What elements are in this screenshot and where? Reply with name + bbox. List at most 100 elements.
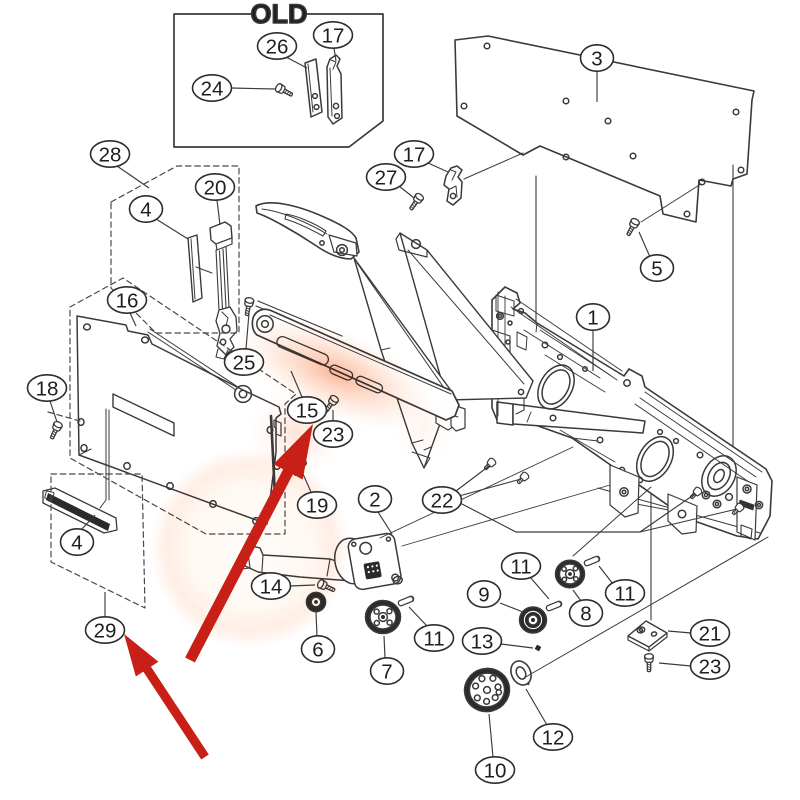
leader-line-22 xyxy=(455,465,490,492)
callout-number: 18 xyxy=(36,377,59,400)
callout-number: 21 xyxy=(699,622,722,645)
part-gear-7 xyxy=(364,599,402,635)
callout-19: 19 xyxy=(296,490,338,519)
leader-line-2 xyxy=(377,511,393,535)
inset-box-old: OLD xyxy=(173,0,384,148)
part-bracket-17 xyxy=(443,165,463,206)
callout-11a: 11 xyxy=(413,623,455,652)
assembly-line xyxy=(523,536,769,679)
leader-line-11a xyxy=(408,606,428,627)
callout-17b: 17 xyxy=(393,140,435,169)
leader-line-27 xyxy=(398,185,415,199)
leader-line-11b xyxy=(529,576,550,600)
leader-line-23b xyxy=(658,662,692,667)
callout-number: 17 xyxy=(322,24,345,47)
callout-bubble xyxy=(59,527,95,556)
assembly-line xyxy=(640,183,702,223)
screw-23b-icon xyxy=(643,652,655,673)
inset-box-title: OLD xyxy=(251,0,308,29)
screw-18-icon xyxy=(46,419,64,442)
callout-bubble xyxy=(84,615,126,644)
callout-bubble xyxy=(256,31,298,60)
dashed-axis-screw-18 xyxy=(47,411,81,422)
leader-line-16 xyxy=(129,312,137,327)
callout-11c: 11 xyxy=(604,578,646,607)
callout-number: 12 xyxy=(542,726,565,749)
callout-number: 20 xyxy=(204,176,227,199)
part-gear-9 xyxy=(518,606,548,634)
callout-7: 7 xyxy=(369,656,405,685)
callout-3: 3 xyxy=(579,43,615,72)
leader-line-11c xyxy=(598,565,614,585)
callout-bubble xyxy=(223,347,265,376)
callout-bubble xyxy=(474,755,516,784)
callout-number: 2 xyxy=(369,488,380,511)
leader-line-5 xyxy=(638,231,651,258)
callout-bubble xyxy=(579,43,615,72)
callout-number: 22 xyxy=(431,489,454,512)
leader-line-8 xyxy=(572,589,582,602)
callout-bubble xyxy=(421,485,463,514)
part-pin-11 xyxy=(544,599,564,613)
assembly-line xyxy=(572,486,652,557)
callout-number: 4 xyxy=(71,531,82,554)
leader-line-21 xyxy=(667,630,692,634)
callout-number: 3 xyxy=(591,47,602,70)
callout-9: 9 xyxy=(466,579,502,608)
callout-10: 10 xyxy=(474,755,516,784)
part-pin-11 xyxy=(396,594,416,608)
leader-line-4b xyxy=(80,514,96,531)
part-lever-17-old xyxy=(326,54,343,125)
callout-number: 7 xyxy=(381,660,392,683)
callout-bubble xyxy=(312,419,354,448)
callout-number: 1 xyxy=(587,306,598,329)
callout-bubble xyxy=(26,373,68,402)
callout-15: 15 xyxy=(286,395,328,424)
callout-bubble xyxy=(128,195,164,224)
callout-16: 16 xyxy=(106,285,148,314)
leader-line-10 xyxy=(488,713,494,758)
callout-number: 8 xyxy=(580,602,591,625)
callout-29: 29 xyxy=(84,615,126,644)
callout-22: 22 xyxy=(421,485,463,514)
callout-27: 27 xyxy=(365,163,407,192)
screw-25-icon xyxy=(241,296,256,317)
callout-14: 14 xyxy=(250,571,292,600)
screw-5-icon xyxy=(623,216,642,238)
leader-line-22 xyxy=(639,508,738,533)
callout-26: 26 xyxy=(256,31,298,60)
leader-line-6 xyxy=(315,611,318,637)
callout-bubble xyxy=(250,571,292,600)
callout-23b: 23 xyxy=(689,651,731,680)
part-handle-arm xyxy=(255,202,360,260)
arrow-15 xyxy=(185,424,313,663)
callout-bubble xyxy=(357,484,393,513)
part-lever-20 xyxy=(209,221,238,360)
leader-line-15 xyxy=(290,370,303,398)
part-pin-13 xyxy=(534,644,542,652)
assembly-line xyxy=(463,152,524,180)
callout-number: 11 xyxy=(510,555,531,578)
callout-bubble xyxy=(106,285,148,314)
callout-number: 4 xyxy=(140,198,151,221)
callout-number: 10 xyxy=(484,759,507,782)
leader-line-18 xyxy=(49,400,58,423)
callout-4a: 4 xyxy=(128,195,164,224)
callout-12: 12 xyxy=(532,722,574,751)
callout-number: 26 xyxy=(266,35,289,58)
callout-bubble xyxy=(466,579,502,608)
callout-bubble xyxy=(604,578,646,607)
callout-1: 1 xyxy=(575,302,611,331)
leader-line-13 xyxy=(500,643,534,649)
callout-number: 24 xyxy=(201,77,224,100)
callout-number: 16 xyxy=(116,289,139,312)
leader-line-7 xyxy=(383,635,386,659)
callout-number: 28 xyxy=(99,143,122,166)
leader-line-20 xyxy=(216,199,221,226)
callout-number: 11 xyxy=(423,627,444,650)
callout-bubble xyxy=(365,163,407,192)
callout-bubble xyxy=(575,302,611,331)
callout-bubble xyxy=(191,74,233,103)
